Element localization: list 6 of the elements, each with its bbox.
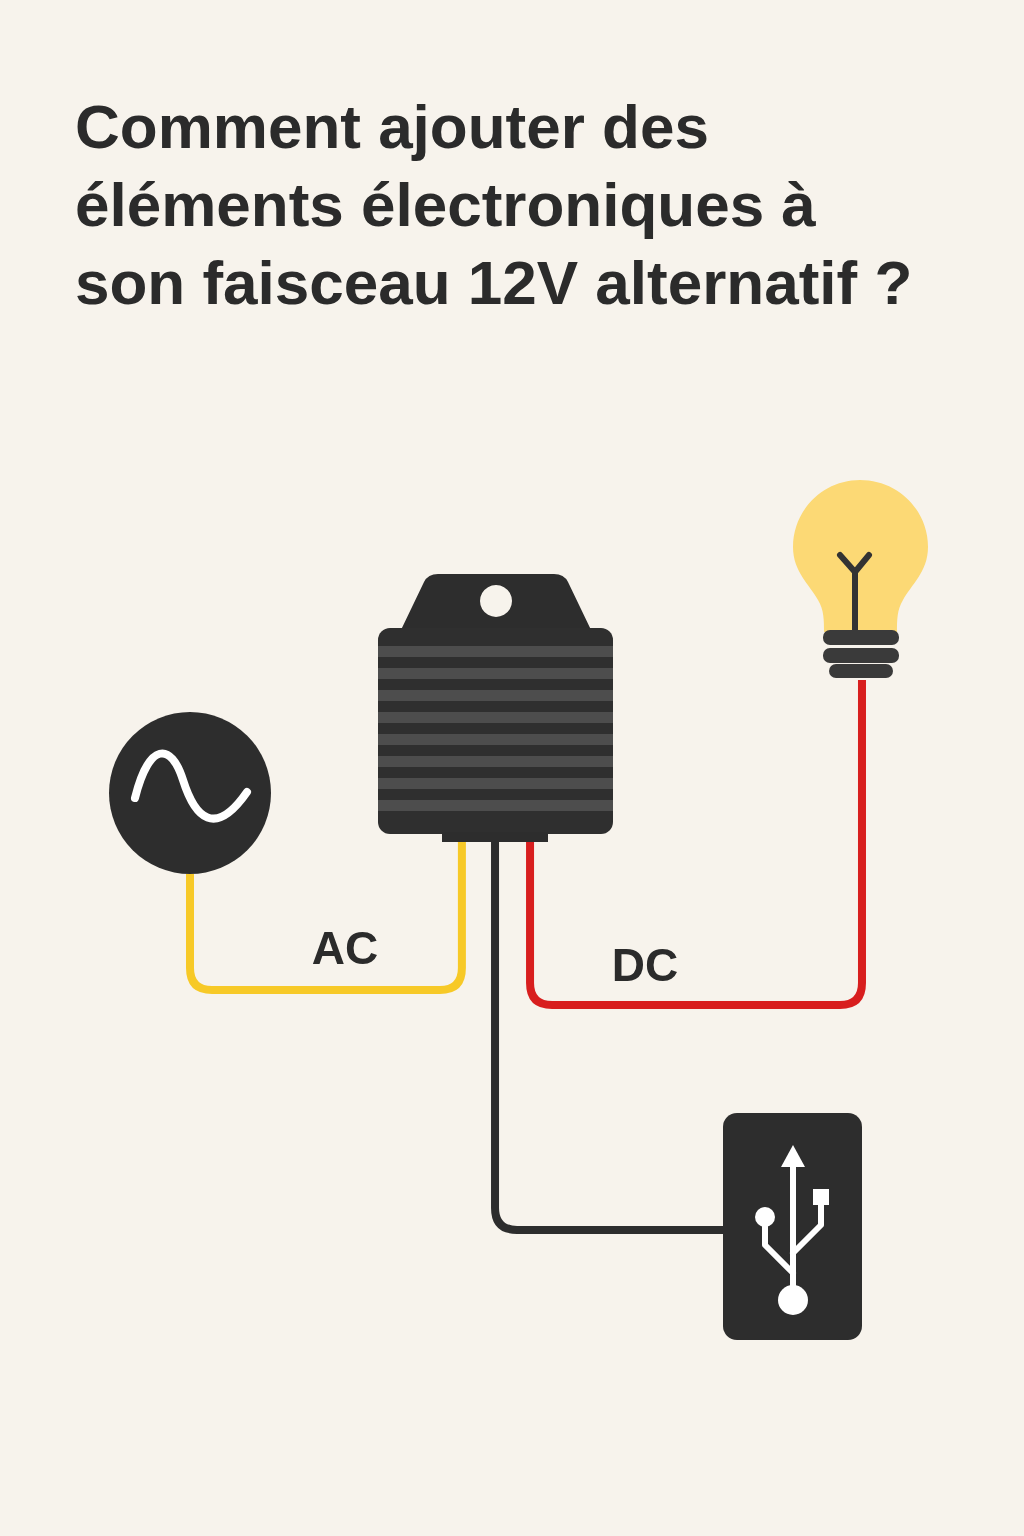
ac-source-drawing xyxy=(109,712,271,874)
wire xyxy=(491,842,723,1234)
light-bulb-drawing xyxy=(793,480,928,680)
usb-port-drawing xyxy=(723,1113,862,1340)
wire xyxy=(186,842,466,994)
title: Comment ajouter des éléments électroniques à son faisceau 12V alternatif ? xyxy=(75,91,914,319)
